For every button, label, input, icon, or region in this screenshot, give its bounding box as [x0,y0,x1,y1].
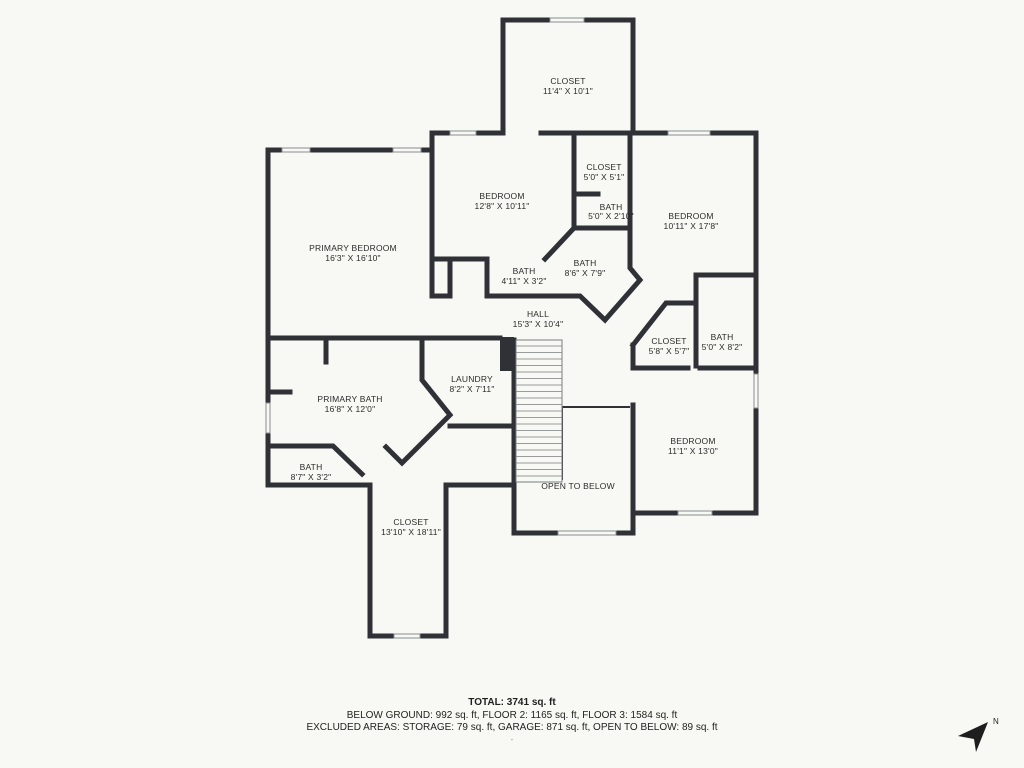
room-bedroom-lower-dims: 11'1" X 13'0" [668,446,718,456]
wall-closet-lower [367,482,517,639]
wall-closet-right [629,300,699,349]
room-laundry-dims: 8'2" X 7'11" [449,384,494,394]
floor-plan: CLOSET 11'4" X 10'1" PRIMARY BEDROOM 16'… [265,17,759,639]
chimney-block [500,337,514,371]
room-primary-bedroom-name: PRIMARY BEDROOM [309,243,397,253]
room-bedroom-right-name: BEDROOM [668,211,713,221]
room-hall-dims: 15'3" X 10'4" [513,319,564,329]
room-closet-top-dims: 11'4" X 10'1" [543,86,593,96]
room-bedroom-center-name: BEDROOM [479,191,524,201]
room-primary-bath-name: PRIMARY BATH [317,394,382,404]
room-bath-lower-name: BATH [300,462,323,472]
wall-top [429,130,506,153]
room-bath-center-dims: 8'6" X 7'9" [565,268,606,278]
total-area: TOTAL: 3741 sq. ft [468,697,556,708]
room-bath-hall-dims: 4'11" X 3'2" [501,276,546,286]
room-bath-right-dims: 5'0" X 8'2" [702,342,743,352]
room-closet-right-name: CLOSET [651,336,686,346]
room-hall-name: HALL [527,309,549,319]
room-bedroom-lower-name: BEDROOM [670,436,715,446]
floor-areas: BELOW GROUND: 992 sq. ft, FLOOR 2: 1165 … [346,709,678,721]
room-closet-small-dims: 5'0" X 5'1" [584,172,625,182]
room-open-below-name: OPEN TO BELOW [541,481,615,491]
room-bedroom-right-dims: 10'11" X 17'8" [664,221,719,231]
wall-bath-center [541,225,603,263]
room-bath-small-name: BATH [600,202,623,212]
north-label: N [993,717,999,726]
excluded-areas: EXCLUDED AREAS: STORAGE: 79 sq. ft, GARA… [306,722,718,733]
wall-bath-right [693,272,759,369]
room-closet-top-name: CLOSET [550,76,585,86]
wall-primary-bedroom [265,147,435,488]
room-primary-bedroom-dims: 16'3" X 16'10" [325,253,381,263]
room-bath-hall-name: BATH [513,266,536,276]
area-summary: TOTAL: 3741 sq. ft BELOW GROUND: 992 sq.… [0,697,1024,745]
room-bath-lower-dims: 8'7" X 3'2" [291,472,332,482]
room-bath-small-dims: 5'0" X 2'10" [588,211,634,221]
room-laundry-name: LAUNDRY [451,374,493,384]
room-bedroom-center-dims: 12'8" X 10'11" [475,201,530,211]
room-closet-small-name: CLOSET [586,162,621,172]
room-closet-lower-name: CLOSET [393,517,428,527]
room-bath-right-name: BATH [711,332,734,342]
room-closet-lower-dims: 13'10" X 18'11" [381,527,441,537]
staircase [515,339,563,483]
wall-laundry [382,335,454,467]
windows [265,17,759,639]
wall-right-top [630,130,759,278]
wall-bedroom-lower [630,272,759,516]
summary-marker: - [510,734,514,744]
room-bath-center-name: BATH [574,258,597,268]
wall-bath-hall [484,225,644,324]
wall-bath-lower [265,443,366,478]
room-primary-bath-dims: 16'8" X 12'0" [325,404,376,414]
room-closet-right-dims: 5'8" X 5'7" [649,346,690,356]
north-arrow-icon: N [958,717,999,752]
